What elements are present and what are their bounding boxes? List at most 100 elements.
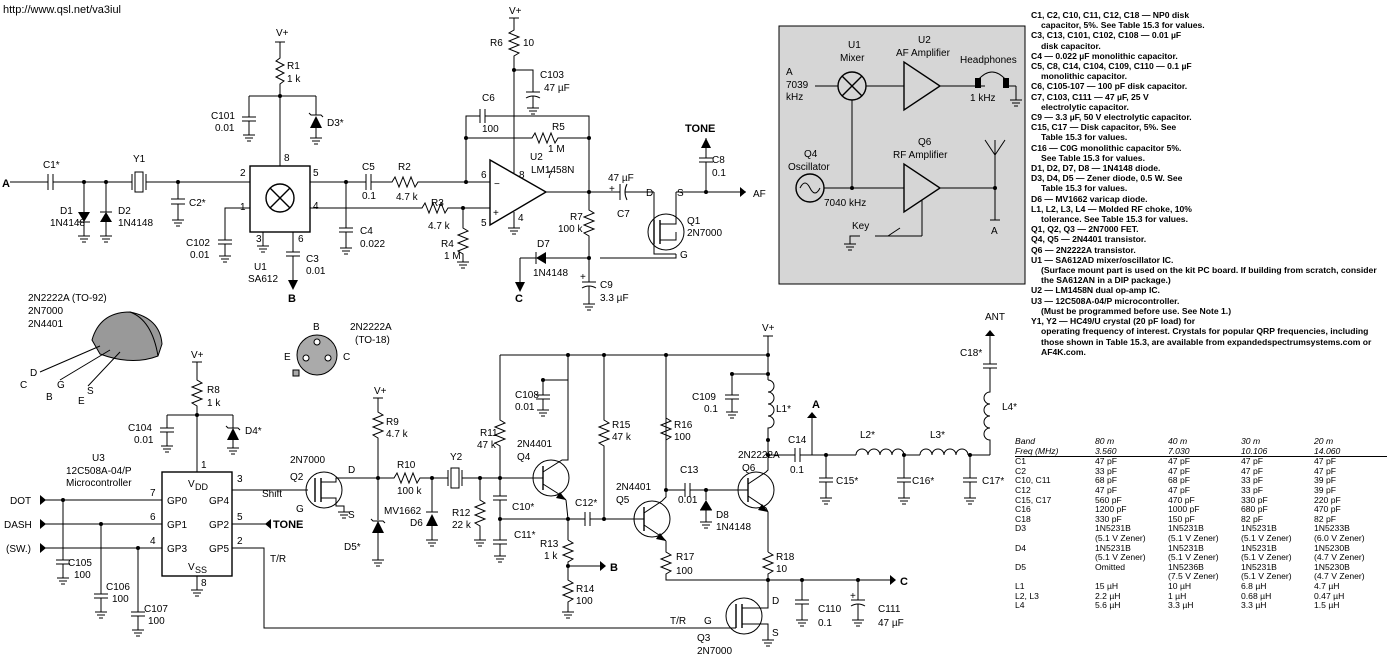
u3-pin3: 3 [237, 474, 243, 485]
parts-note-cont: disk capacitor. [1041, 40, 1101, 51]
q2-s: S [348, 510, 355, 521]
parts-note-cont: monolithic capacitor. [1041, 71, 1127, 82]
table-cell: 30 m [1241, 436, 1261, 446]
table-cell [1015, 572, 1095, 582]
c1-label: C1* [43, 160, 60, 171]
u1-label: U1 [254, 262, 267, 273]
parts-note: C6, C105-107 — 100 pF disk capacitor. [1031, 81, 1383, 91]
parts-note-head: C7, C103, C111 — 47 µF, 25 V [1031, 91, 1149, 102]
table-cell: 40 m [1168, 436, 1188, 446]
block-a: A [786, 67, 793, 78]
d8-value: 1N4148 [716, 522, 751, 533]
c101-label: C101 [211, 111, 235, 122]
table-cell: 82 pF [1314, 513, 1336, 524]
table-cell: 330 pF [1095, 513, 1122, 524]
u2-value: LM1458N [531, 165, 574, 176]
parts-note-cont: tolerance. See Table 15.3 for values. [1041, 214, 1188, 225]
u1-pin6: 6 [298, 234, 304, 245]
svg-text:−: − [494, 179, 500, 190]
parts-note: Q4, Q5 — 2N4401 transistor. [1031, 234, 1383, 244]
table-cell: 47 pF [1241, 456, 1263, 467]
u1-pin3: 3 [256, 234, 262, 245]
table-cell: (5.1 V Zener) [1241, 571, 1292, 582]
q3-g: G [704, 616, 712, 627]
r14-label: R14 [576, 584, 595, 595]
table-cell: 220 pF [1314, 494, 1341, 505]
l4-label: L4* [1002, 402, 1017, 413]
l2-label: L2* [860, 430, 875, 441]
table-cell: 33 pF [1241, 475, 1263, 486]
c111-value: 47 µF [878, 618, 904, 629]
r2-value: 4.7 k [396, 192, 419, 203]
q2-d: D [348, 465, 355, 476]
table-cell: 1N5231B [1168, 523, 1204, 534]
c-label: C [515, 293, 523, 305]
block-a2: A [991, 226, 998, 237]
table-cell: 7.030 [1168, 446, 1241, 458]
c106-value: 100 [112, 594, 129, 605]
q4-label: Q4 [517, 452, 531, 463]
table-cell: C18 [1015, 513, 1031, 524]
block-q4: Q4 [804, 149, 818, 160]
parts-note-head: D3, D4, D5 — Zener diode, 0.5 W. See [1031, 173, 1183, 184]
q5-type: 2N4401 [616, 482, 651, 493]
table-cell: 1N5230B [1314, 542, 1350, 553]
c9-label: C9 [600, 280, 613, 291]
u3-microcontroller-section: V+ R8 1 k C104 0.01 D4* 1 V DD V SS GP0 … [4, 350, 700, 637]
table-cell: D5 [1015, 561, 1026, 572]
parts-note-cont: (Must be programmed before use. See Note… [1041, 305, 1232, 316]
parts-note: C4 — 0.022 µF monolithic capacitor. [1031, 51, 1383, 61]
block-u1: U1 [848, 40, 861, 51]
table-cell [1015, 534, 1095, 544]
r6-value: 10 [523, 38, 535, 49]
q4-type: 2N4401 [517, 439, 552, 450]
pkg-line3: 2N4401 [28, 319, 63, 330]
dot-input: DOT [10, 496, 31, 507]
q3-label: Q3 [697, 633, 711, 644]
table-cell: C1 [1015, 456, 1026, 467]
table-cell: (5.1 V Zener) [1241, 532, 1292, 543]
parts-note-cont: operating frequency of interest. Crystal… [1041, 326, 1372, 357]
r1-label: R1 [287, 61, 300, 72]
r15-label: R15 [612, 420, 631, 431]
c16-label: C16* [912, 476, 934, 487]
table-cell [1015, 553, 1095, 563]
q3-value: 2N7000 [697, 646, 732, 657]
block-mixer: Mixer [840, 53, 865, 64]
c109-value: 0.1 [704, 404, 718, 415]
d7-label: D7 [537, 239, 550, 250]
sw-input: (SW.) [6, 544, 31, 555]
d6-label: D6 [410, 518, 423, 529]
c15-label: C15* [836, 476, 858, 487]
table-cell: (5.1 V Zener) [1241, 552, 1292, 563]
c102-value: 0.01 [190, 250, 210, 261]
c108-label: C108 [515, 390, 539, 401]
svg-text:+: + [580, 272, 586, 283]
u3-gp3: GP3 [167, 544, 187, 555]
parts-note-head: C9 — 3.3 µF, 50 V electrolytic capacitor… [1031, 112, 1192, 123]
block-headphones: Headphones [960, 55, 1017, 66]
l3-label: L3* [930, 430, 945, 441]
headphones-icon [977, 71, 1007, 81]
table-cell: 47 pF [1314, 456, 1336, 467]
table-cell: 2.2 µH [1095, 590, 1121, 601]
package-drawings: 2N2222A (TO-92) 2N7000 2N4401 D C G B S … [20, 293, 392, 407]
to18-c: C [343, 352, 350, 363]
u2-pin7: 7 [547, 170, 553, 181]
svg-text:A: A [2, 178, 10, 190]
u3-vss-sub: SS [195, 565, 207, 575]
table-cell: 3.560 [1095, 446, 1168, 458]
to18-e: E [284, 352, 291, 363]
parts-note-head: C5, C8, C14, C104, C109, C110 — 0.1 µF [1031, 61, 1192, 72]
c2-label: C2* [189, 198, 206, 209]
table-cell: (4.7 V Zener) [1314, 571, 1365, 582]
table-cell: (7.5 V Zener) [1168, 571, 1219, 582]
d1-value: 1N4148 [50, 218, 85, 229]
c18-label: C18* [960, 348, 982, 359]
